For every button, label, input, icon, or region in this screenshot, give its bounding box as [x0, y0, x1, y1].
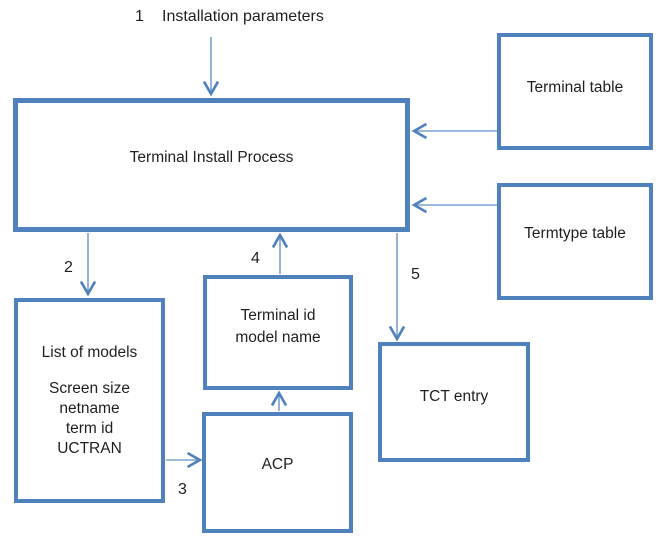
step-4-label: 4 — [251, 250, 260, 267]
installation-parameters-label: Installation parameters — [162, 8, 324, 25]
list-of-models-term-id: term id — [65, 419, 114, 437]
list-of-models-screen-size: Screen size — [49, 379, 130, 397]
model-name-line: model name — [235, 328, 321, 346]
termtype-table-box: Termtype table — [497, 183, 653, 300]
step-3-label: 3 — [178, 481, 187, 498]
list-of-models-title: List of models — [41, 343, 138, 361]
step-5-label: 5 — [411, 266, 420, 283]
terminal-install-process-box: Terminal Install Process — [13, 98, 410, 232]
step-2-label: 2 — [64, 259, 73, 276]
list-of-models-box: List of models Screen size netname term … — [14, 298, 165, 503]
acp-box: ACP — [202, 412, 353, 533]
terminal-id-line: Terminal id — [240, 306, 316, 324]
tct-entry-label: TCT entry — [419, 388, 489, 405]
terminal-id-model-name-box: Terminal id model name — [203, 275, 353, 390]
termtype-table-label: Termtype table — [524, 224, 626, 242]
terminal-table-box: Terminal table — [497, 33, 653, 150]
list-of-models-uctran: UCTRAN — [57, 439, 122, 457]
acp-label: ACP — [261, 455, 294, 473]
terminal-table-label: Terminal table — [526, 78, 624, 96]
terminal-install-process-label: Terminal Install Process — [129, 149, 294, 166]
step-1-label: 1 — [135, 8, 144, 25]
tct-entry-box: TCT entry — [378, 342, 530, 462]
list-of-models-netname: netname — [59, 399, 120, 417]
